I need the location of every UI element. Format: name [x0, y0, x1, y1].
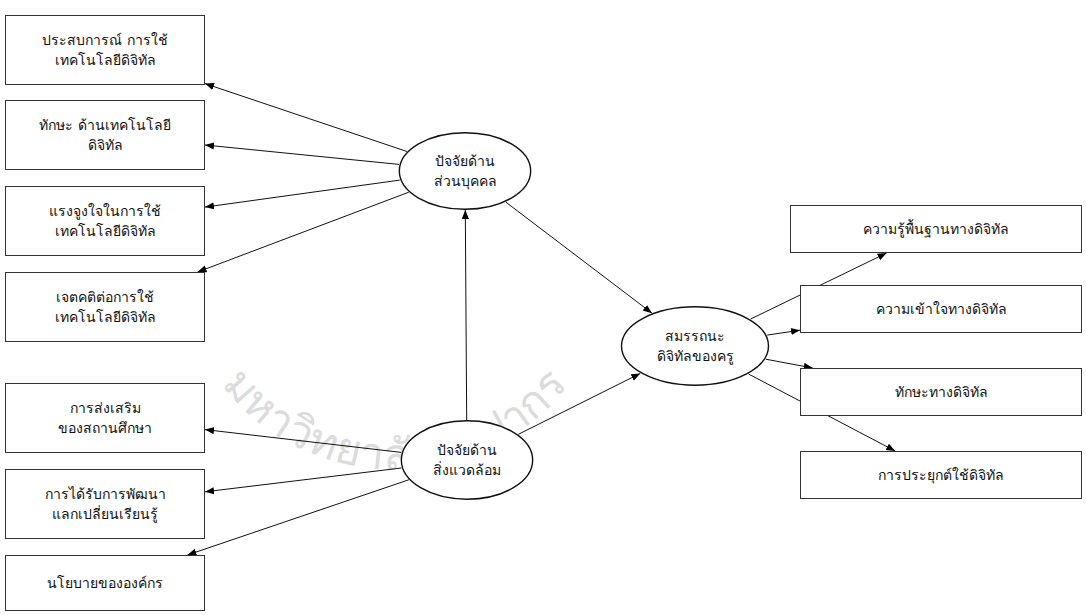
path-arrow — [205, 145, 399, 164]
indicator-box: การส่งเสริม ของสถานศึกษา — [5, 383, 205, 453]
path-arrow — [198, 192, 409, 272]
path-arrow — [465, 210, 466, 420]
indicator-label: ทักษะทางดิจิทัล — [892, 382, 991, 402]
indicator-box: ประสบการณ์ การใช้เทคโนโลยีดิจิทัล — [5, 15, 205, 85]
indicator-label: การได้รับการพัฒนา แลกเปลี่ยนเรียนรู้ — [42, 484, 169, 525]
indicator-label: การส่งเสริม ของสถานศึกษา — [55, 398, 155, 439]
indicator-label: การประยุกต์ใช้ดิจิทัล — [875, 465, 1007, 485]
path-arrow — [205, 180, 400, 207]
indicator-label: ความรู้พื้นฐานทางดิจิทัล — [860, 219, 1012, 239]
factor-label: สมรรถนะ ดิจิทัลของครู — [654, 326, 737, 367]
indicator-label: นโยบายขององค์กร — [44, 573, 166, 593]
indicator-label: ความเข้าใจทางดิจิทัล — [873, 299, 1010, 319]
indicator-box: แรงจูงใจในการใช้ เทคโนโลยีดิจิทัล — [5, 186, 205, 256]
ellipse-outline — [400, 420, 534, 500]
path-arrow — [205, 430, 401, 453]
indicator-label: เจตคติต่อการใช้ เทคโนโลยีดิจิทัล — [52, 287, 159, 328]
latent-variable-ellipse: ปัจจัยด้าน ส่วนบุคคล — [398, 132, 532, 210]
indicator-box: ทักษะ ด้านเทคโนโลยีดิจิทัล — [5, 100, 205, 170]
path-arrow — [518, 373, 640, 434]
indicator-box: ความเข้าใจทางดิจิทัล — [800, 285, 1082, 333]
path-arrow — [205, 84, 407, 152]
latent-variable-ellipse: ปัจจัยด้าน สิ่งแวดล้อม — [400, 420, 534, 500]
indicator-box: การได้รับการพัฒนา แลกเปลี่ยนเรียนรู้ — [5, 469, 205, 539]
path-arrow — [766, 359, 813, 368]
indicator-label: ทักษะ ด้านเทคโนโลยีดิจิทัล — [38, 115, 172, 156]
indicator-box: การประยุกต์ใช้ดิจิทัล — [800, 451, 1082, 499]
indicator-label: ประสบการณ์ การใช้เทคโนโลยีดิจิทัล — [31, 30, 179, 71]
factor-label: ปัจจัยด้าน สิ่งแวดล้อม — [430, 440, 504, 481]
path-arrow — [205, 468, 401, 492]
factor-label: ปัจจัยด้าน ส่วนบุคคล — [431, 151, 500, 192]
latent-variable-ellipse: สมรรถนะ ดิจิทัลของครู — [620, 306, 770, 386]
indicator-box: นโยบายขององค์กร — [5, 555, 205, 611]
indicator-label: แรงจูงใจในการใช้ เทคโนโลยีดิจิทัล — [46, 201, 164, 242]
ellipse-outline — [620, 306, 770, 386]
path-arrow — [187, 480, 408, 555]
path-arrow — [506, 202, 652, 313]
indicator-box: ทักษะทางดิจิทัล — [800, 368, 1082, 416]
indicator-box: ความรู้พื้นฐานทางดิจิทัล — [790, 205, 1082, 253]
indicator-box: เจตคติต่อการใช้ เทคโนโลยีดิจิทัล — [5, 272, 205, 342]
ellipse-outline — [398, 132, 532, 210]
path-arrow — [767, 330, 800, 335]
